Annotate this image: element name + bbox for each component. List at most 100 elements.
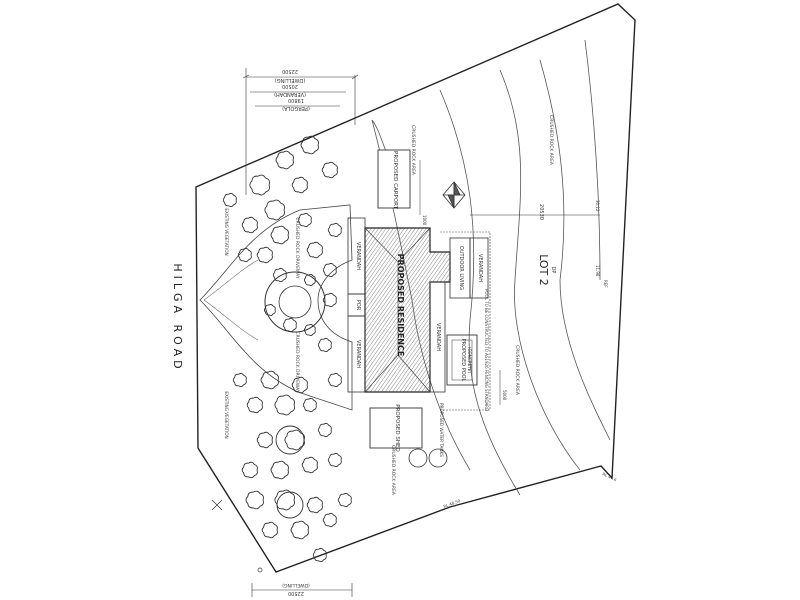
rock-area-label-3: CRUSHED ROCK AREA: [514, 345, 520, 396]
tree-symbol: [284, 429, 305, 451]
residence-label: PROPOSED RESIDENCE: [396, 254, 405, 357]
veg-note-2: EXISTING VEGETATION: [224, 391, 229, 438]
svg-text:RL 48.50: RL 48.50: [443, 498, 462, 509]
verandah-east: [429, 281, 446, 393]
driveway-label-bottom: CRUSHED ROCK DRIVEWAY: [294, 331, 300, 393]
lot-boundary: [195, 3, 636, 573]
tree-symbol: [306, 496, 323, 514]
tree-symbol: [232, 372, 247, 388]
pool-label: PROPOSED POOL: [460, 339, 466, 382]
tree-symbol: [312, 547, 327, 563]
lot-subtitle: DP: [550, 267, 556, 274]
tree-symbol: [241, 461, 258, 479]
svg-text:30.12: 30.12: [595, 200, 600, 212]
tree-symbol: [246, 396, 263, 414]
turning-circle: [264, 271, 326, 333]
svg-text:RL 47.6: RL 47.6: [602, 471, 618, 482]
verandah-label-2: VERANDAH: [355, 340, 361, 368]
tree-symbol: [317, 337, 332, 353]
carport-label: PROPOSED CARPORT: [392, 151, 398, 210]
water-tank-2: [428, 448, 448, 468]
top-overall-dim: 22500: [282, 68, 298, 74]
tree-symbol: [327, 452, 342, 468]
tree-symbol: [327, 372, 342, 388]
veg-note-1: EXISTING VEGETATION: [224, 208, 229, 255]
tree-symbol: [337, 492, 352, 508]
shed-label: PROPOSED SHED: [394, 404, 400, 451]
tree-canopy: [276, 491, 304, 519]
tree-symbol: [317, 422, 332, 438]
tree-symbol: [241, 216, 258, 234]
top-setback-1: (DWELLING): [275, 77, 306, 83]
outdoor-living: [449, 237, 471, 299]
tree-canopy: [275, 425, 305, 455]
tree-symbol: [275, 150, 294, 170]
tree-symbol: [291, 176, 308, 194]
tree-symbol: [322, 512, 337, 528]
tree-symbol: [303, 273, 316, 287]
bottom-setback-note: (DWELLING): [282, 582, 310, 588]
tree-symbol: [256, 246, 273, 264]
trees: [222, 135, 352, 563]
proposed-shed: [369, 407, 423, 449]
tree-symbol: [245, 490, 264, 510]
tree-symbol: [222, 192, 237, 208]
verandah-west-bottom: [347, 315, 366, 393]
proposed-carport: [377, 149, 411, 209]
tree-symbol: [272, 267, 287, 283]
verandah-label-3: VERANDAH: [435, 323, 441, 351]
verandah-label-4: VERANDAH: [477, 254, 483, 282]
tree-symbol: [327, 222, 342, 238]
tree-symbol: [263, 303, 276, 317]
top-setback-3: (VERANDAH): [274, 91, 306, 97]
tree-symbol: [256, 431, 273, 449]
carport-offset: 1000: [422, 215, 427, 226]
mid-width-dim: 20530: [538, 204, 544, 220]
rock-area-label-1: CRUSHED ROCK AREA: [410, 125, 416, 176]
tree-symbol: [270, 225, 289, 245]
rock-area-label-2: CRUSHED ROCK AREA: [548, 115, 554, 166]
driveway-outline: [199, 204, 353, 411]
top-setback-2: 20500: [282, 83, 298, 89]
pool-fence: [440, 231, 491, 411]
tree-symbol: [300, 135, 319, 155]
tree-symbol: [260, 370, 279, 390]
verandah-label-1: VERANDAH: [355, 242, 361, 270]
tree-symbol: [321, 161, 338, 179]
top-setback-5: (PERGOLA): [282, 105, 310, 111]
proposed-residence-roof: [364, 227, 451, 393]
tree-symbol: [297, 212, 312, 228]
water-tank-note: PROPOSED WATER TANKS: [439, 403, 444, 457]
bottom-dimensions: [251, 583, 353, 597]
water-tank-1: [408, 448, 428, 468]
road-name: HILGA ROAD: [171, 263, 184, 372]
svg-text:11.98: 11.98: [595, 265, 600, 277]
top-dimensions: [242, 68, 359, 195]
pool-offset: 5000: [502, 390, 507, 401]
tree-symbol: [249, 174, 270, 196]
pool-note: (CONCRETE): [467, 347, 472, 374]
tree-symbol: [270, 460, 289, 480]
bottom-overall-dim: 22500: [288, 590, 304, 596]
top-setback-4: 19800: [288, 97, 304, 103]
tree-symbol: [290, 520, 309, 540]
outdoor-living-label: OUTDOOR LIVING: [458, 246, 464, 290]
tree-symbol: [274, 394, 295, 416]
driveway-label-top: CRUSHED ROCK DRIVEWAY: [294, 217, 300, 279]
tree-symbol: [322, 292, 337, 308]
boundary-notes: 30.12 11.98 REF RL 47.6 RL 48.50: [443, 200, 618, 509]
site-markers: [211, 499, 263, 573]
tree-symbol: [291, 376, 308, 394]
tree-symbol: [301, 456, 318, 474]
tree-symbol: [302, 397, 317, 413]
rock-area-label-4: CRUSHED ROCK AREA: [390, 445, 396, 496]
tree-symbol: [264, 199, 285, 221]
pool-fence-note: POOL TO BE CONSTRUCTED TO AS1926 FENCING…: [484, 289, 489, 411]
proposed-pool: [446, 334, 478, 386]
tree-symbol: [303, 323, 316, 337]
por-label: POR: [355, 300, 361, 311]
tree-symbol: [237, 247, 252, 263]
lot-title: LOT 2: [537, 254, 550, 286]
tree-symbol: [322, 262, 337, 278]
